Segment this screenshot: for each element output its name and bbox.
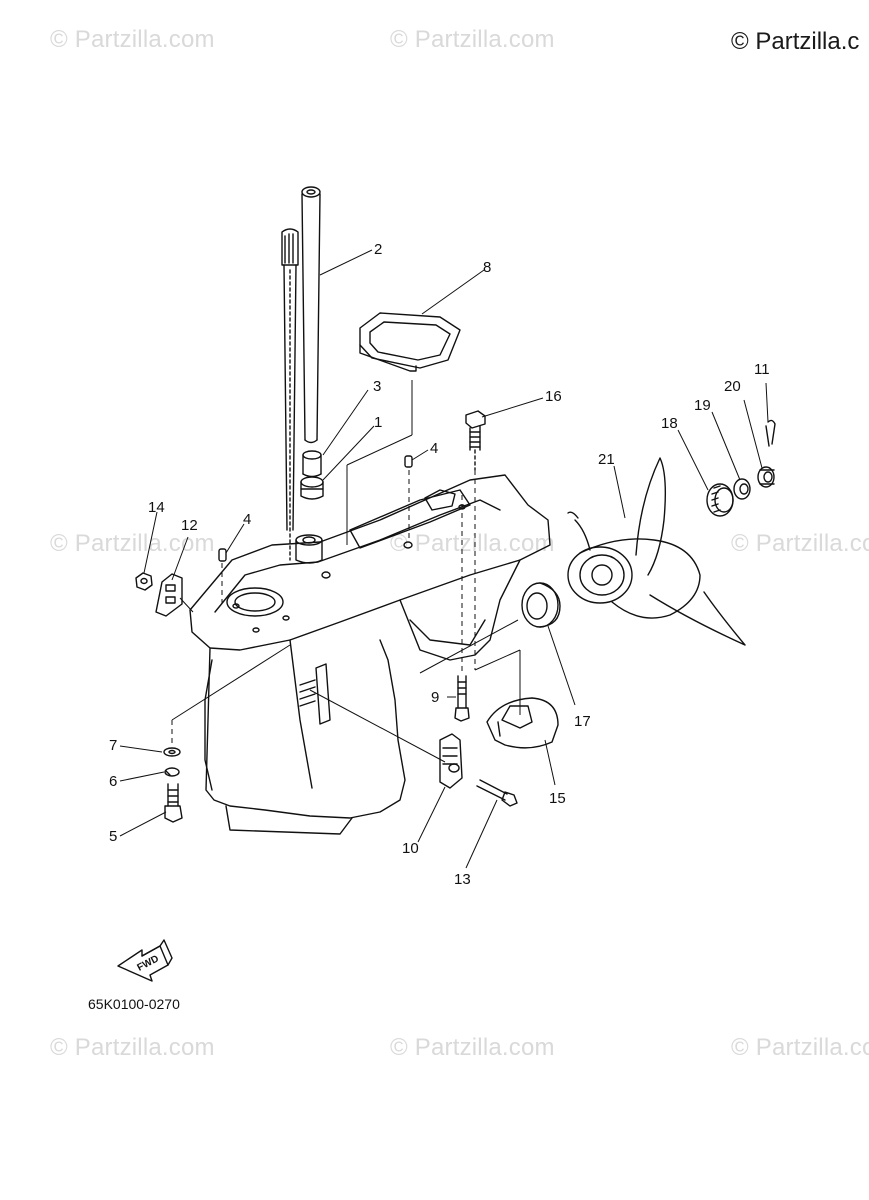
washer-part	[733, 478, 751, 500]
watermark: © Partzilla.com	[390, 530, 555, 557]
trim-tab-part	[439, 733, 463, 789]
bolt-part	[164, 783, 183, 823]
part-code: 65K0100-0270	[88, 996, 180, 1012]
cotter-pin-part	[765, 419, 776, 447]
watermark: © Partzilla.com	[731, 530, 869, 557]
bushing-part	[302, 450, 322, 478]
spacer-part	[706, 483, 734, 517]
callout-number: 3	[373, 378, 381, 395]
callout-number: 8	[483, 259, 491, 276]
bolt-part	[454, 675, 470, 722]
watermark: © Partzilla.com	[50, 1034, 215, 1061]
callout-number: 18	[661, 415, 678, 432]
callout-number: 4	[243, 511, 251, 528]
callout-number: 9	[431, 689, 439, 706]
gasket-part	[359, 312, 461, 372]
drive-shaft-part	[301, 186, 321, 444]
callout-number: 12	[181, 517, 198, 534]
callout-number: 1	[374, 414, 382, 431]
anode-part	[486, 697, 559, 749]
callout-number: 21	[598, 451, 615, 468]
callout-number: 6	[109, 773, 117, 790]
watermark: © Partzilla.com	[390, 1034, 555, 1061]
callout-number: 5	[109, 828, 117, 845]
watermark: © Partzilla.com	[390, 26, 555, 53]
castle-nut-part	[757, 466, 775, 488]
callout-number: 11	[754, 361, 770, 378]
callout-number: 16	[545, 388, 562, 405]
propeller-part	[567, 457, 746, 646]
bolt-part	[465, 410, 486, 471]
watermark: © Partzilla.com	[731, 1034, 869, 1061]
alignment-lines	[171, 470, 521, 745]
lock-washer-part	[164, 767, 180, 777]
bolt-part	[476, 779, 518, 807]
seal-part	[300, 476, 324, 500]
shift-rod-part	[281, 228, 299, 561]
seal-ring-part	[521, 582, 561, 628]
callout-number: 19	[694, 397, 711, 414]
nut-part	[135, 572, 153, 591]
plate-part	[155, 573, 183, 617]
forward-arrow-icon	[117, 939, 173, 982]
callout-number: 4	[430, 440, 438, 457]
lower-casing-part	[189, 474, 551, 835]
callout-number: 15	[549, 790, 566, 807]
callout-number: 2	[374, 241, 382, 258]
watermark: © Partzilla.com	[50, 530, 215, 557]
callout-number: 20	[724, 378, 741, 395]
callout-labels: 2 8 3 1 4 4 16 14 12 7 6 5 9 17 15 10 13…	[109, 241, 770, 888]
washer-part	[163, 747, 181, 757]
leader-lines	[119, 249, 769, 869]
callout-number: 14	[148, 499, 165, 516]
copyright-watermark: © Partzilla.c	[731, 28, 860, 55]
callout-number: 17	[574, 713, 591, 730]
callout-number: 10	[402, 840, 419, 857]
dowel-pin-part	[218, 455, 413, 562]
callout-number: 13	[454, 871, 471, 888]
callout-number: 7	[109, 737, 117, 754]
watermark: © Partzilla.com	[50, 26, 215, 53]
